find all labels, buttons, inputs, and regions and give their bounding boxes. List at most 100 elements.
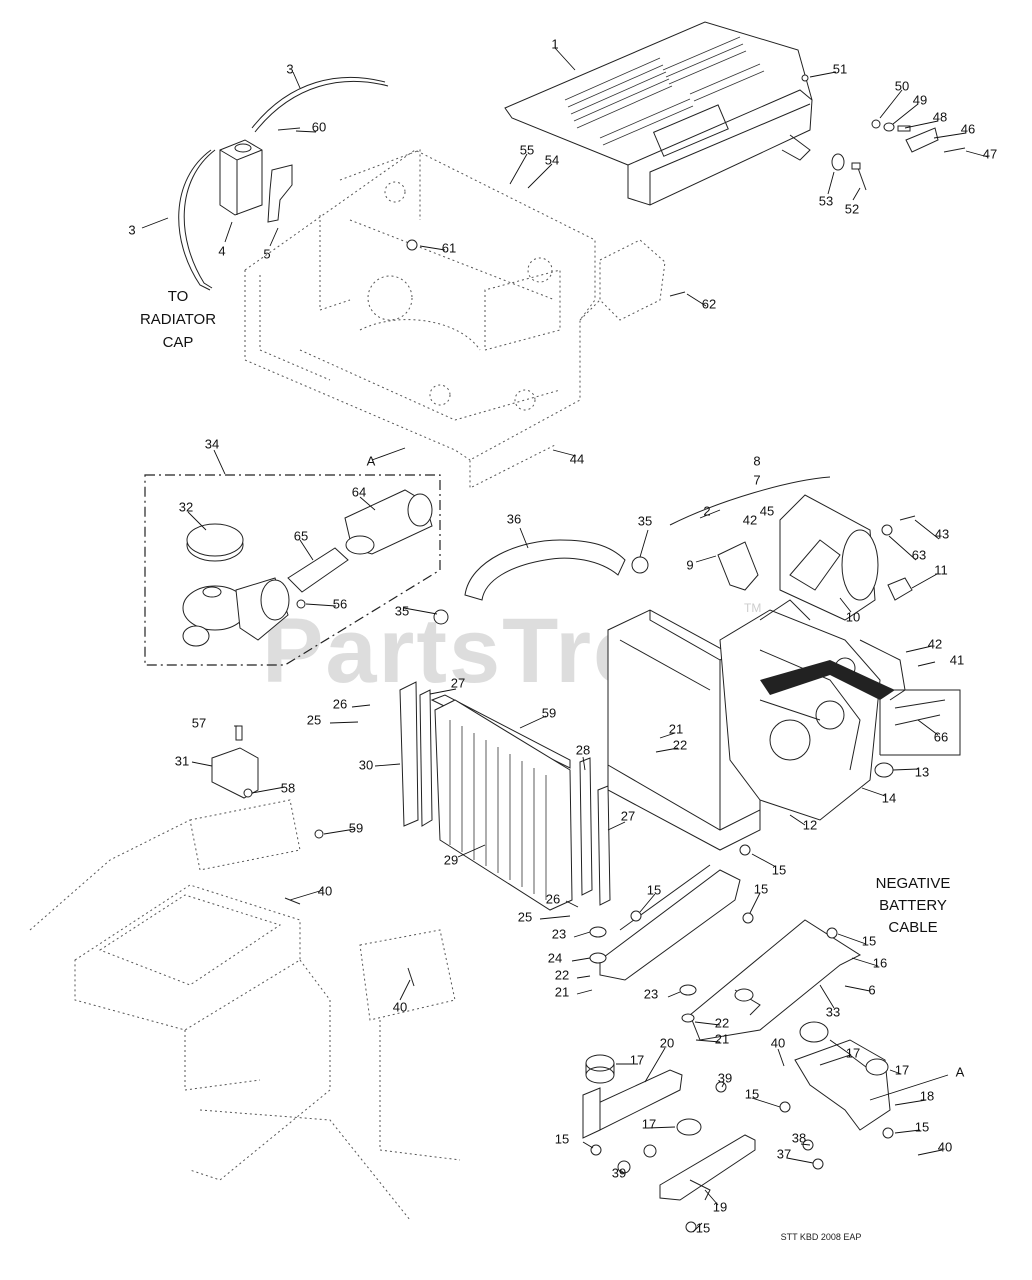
- reservoir-bracket: [267, 127, 301, 223]
- callout-c51: 51: [833, 61, 847, 76]
- detail-66: [879, 689, 961, 756]
- callout-c15b: 15: [647, 882, 661, 897]
- callout-c19: 19: [713, 1199, 727, 1214]
- callout-c24: 24: [548, 950, 562, 965]
- callout-c15f: 15: [555, 1131, 569, 1146]
- callout-c18: 18: [920, 1088, 934, 1103]
- callout-c4: 4: [218, 243, 225, 258]
- callout-c62: 62: [702, 296, 716, 311]
- callout-c40b: 40: [393, 999, 407, 1014]
- callout-c30: 30: [359, 757, 373, 772]
- callout-c27a: 27: [451, 675, 465, 690]
- label-radiator: RADIATOR: [140, 311, 216, 328]
- label-battery: BATTERY: [879, 897, 947, 914]
- callout-c23a: 23: [552, 926, 566, 941]
- callout-c21c: 21: [715, 1031, 729, 1046]
- callout-c40d: 40: [938, 1139, 952, 1154]
- callout-c29: 29: [444, 852, 458, 867]
- callout-c39a: 39: [718, 1070, 732, 1085]
- callout-c13: 13: [915, 764, 929, 779]
- callout-c41: 41: [950, 652, 964, 667]
- bolt-62: [669, 291, 686, 297]
- callout-c3b: 3: [128, 222, 135, 237]
- callout-c34: 34: [205, 436, 219, 451]
- callout-c35a: 35: [638, 513, 652, 528]
- callout-c44: 44: [570, 451, 584, 466]
- callout-c42b: 42: [928, 636, 942, 651]
- callout-c56: 56: [333, 596, 347, 611]
- muffler: [717, 494, 916, 621]
- upper-hose: [433, 539, 649, 625]
- leader-lines: [141, 47, 989, 1233]
- callout-c35b: 35: [395, 603, 409, 618]
- label-cap: CAP: [163, 334, 194, 351]
- callout-c32: 32: [179, 499, 193, 514]
- callout-c25a: 25: [307, 712, 321, 727]
- callout-c25b: 25: [518, 909, 532, 924]
- callout-c17b: 17: [846, 1045, 860, 1060]
- callout-cAb: A: [956, 1064, 965, 1079]
- callout-c1: 1: [551, 36, 558, 51]
- callout-c16: 16: [873, 955, 887, 970]
- hardware-nuts: [590, 844, 894, 1233]
- callout-c3a: 3: [286, 61, 293, 76]
- bushing-61: [406, 239, 418, 251]
- callout-c47: 47: [983, 146, 997, 161]
- callout-c27b: 27: [621, 808, 635, 823]
- callout-c8: 8: [753, 453, 760, 468]
- callout-c21b: 21: [555, 984, 569, 999]
- callout-c5: 5: [263, 246, 270, 261]
- overflow-hose: [178, 76, 389, 291]
- callout-c53: 53: [819, 193, 833, 208]
- callout-c54: 54: [545, 152, 559, 167]
- callout-c22c: 22: [715, 1015, 729, 1030]
- callout-c60: 60: [312, 119, 326, 134]
- callout-c40c: 40: [771, 1035, 785, 1050]
- callout-c46: 46: [961, 121, 975, 136]
- callout-c45: 45: [760, 503, 774, 518]
- label-to: TO: [168, 288, 189, 305]
- drawing-code: STT KBD 2008 EAP: [781, 1232, 862, 1242]
- rubber-mounts: [585, 926, 889, 1136]
- callout-c20: 20: [660, 1035, 674, 1050]
- callout-c39b: 39: [612, 1165, 626, 1180]
- callout-c43: 43: [935, 526, 949, 541]
- callout-c33: 33: [826, 1004, 840, 1019]
- callout-c15d: 15: [862, 933, 876, 948]
- callout-c31: 31: [175, 753, 189, 768]
- callout-c17c: 17: [895, 1062, 909, 1077]
- callout-c28: 28: [576, 742, 590, 757]
- callout-c61: 61: [442, 240, 456, 255]
- callout-c48: 48: [933, 109, 947, 124]
- main-frame: [244, 149, 666, 489]
- radiator-screens: [399, 681, 611, 911]
- callout-c58: 58: [281, 780, 295, 795]
- hood-hardware: [801, 74, 966, 191]
- callout-c26a: 26: [333, 696, 347, 711]
- callout-c64: 64: [352, 484, 366, 499]
- callout-c7: 7: [753, 472, 760, 487]
- callout-c15h: 15: [696, 1220, 710, 1235]
- callout-c15a: 15: [772, 862, 786, 877]
- callout-c52: 52: [845, 201, 859, 216]
- callout-c10: 10: [846, 609, 860, 624]
- callout-c36: 36: [507, 511, 521, 526]
- coolant-reservoir: [219, 139, 263, 216]
- callout-c38: 38: [792, 1130, 806, 1145]
- callout-c2: 2: [703, 503, 710, 518]
- callout-c22b: 22: [555, 967, 569, 982]
- label-negative: NEGATIVE: [876, 875, 951, 892]
- callout-c63: 63: [912, 547, 926, 562]
- callout-c42a: 42: [743, 512, 757, 527]
- callout-c49: 49: [913, 92, 927, 107]
- engine-assembly: [719, 599, 906, 821]
- callout-c65: 65: [294, 528, 308, 543]
- label-cable: CABLE: [888, 919, 937, 936]
- callout-c66: 66: [934, 729, 948, 744]
- cap-13: [874, 762, 894, 778]
- hood-cover: [504, 21, 813, 206]
- callout-cAa: A: [367, 453, 376, 468]
- callout-c57: 57: [192, 715, 206, 730]
